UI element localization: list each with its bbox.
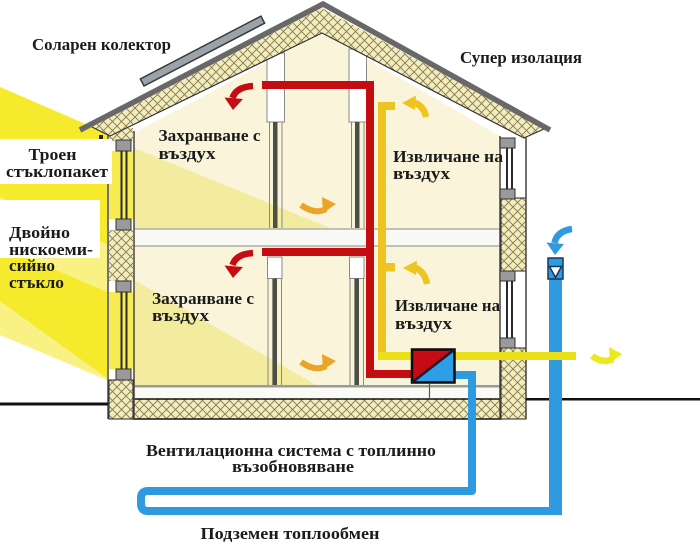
svg-text:нискоеми-: нискоеми- xyxy=(9,240,93,259)
svg-text:Супер изолация: Супер изолация xyxy=(460,48,582,67)
svg-text:Двойно: Двойно xyxy=(9,223,70,242)
svg-text:Троен: Троен xyxy=(29,145,77,164)
svg-text:възобновяване: възобновяване xyxy=(232,457,354,476)
svg-text:стъклопакет: стъклопакет xyxy=(6,162,109,181)
svg-text:Вентилационна система с топлин: Вентилационна система с топлинно xyxy=(146,441,436,460)
svg-text:въздух: въздух xyxy=(395,314,453,333)
svg-text:Соларен колектор: Соларен колектор xyxy=(32,35,171,54)
svg-text:въздух: въздух xyxy=(152,306,210,325)
svg-text:Захранване с: Захранване с xyxy=(159,126,261,145)
svg-text:Подземен топлообмен: Подземен топлообмен xyxy=(201,524,380,543)
svg-text:Захранване с: Захранване с xyxy=(152,289,254,308)
svg-text:стъкло: стъкло xyxy=(9,273,64,292)
svg-text:Извличане на: Извличане на xyxy=(393,147,504,166)
svg-text:Извличане на: Извличане на xyxy=(395,296,500,315)
svg-text:въздух: въздух xyxy=(159,144,217,163)
svg-text:сийно: сийно xyxy=(9,256,55,275)
svg-text:въздух: въздух xyxy=(393,164,451,183)
